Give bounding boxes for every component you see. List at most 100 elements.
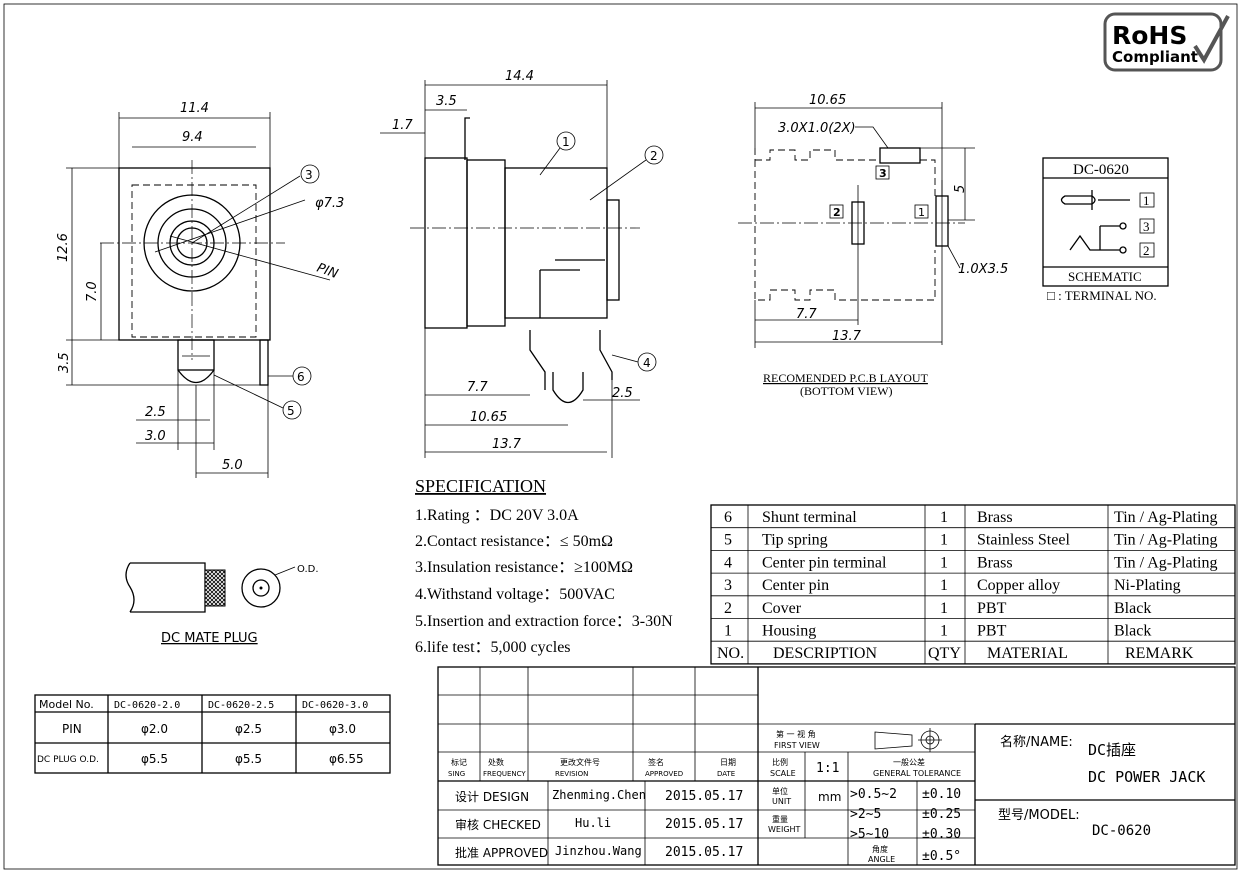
schematic: DC-0620 1 3 2 SCHEMATIC □ : TERMINAL NO.: [1042, 157, 1169, 303]
check-icon: [1193, 15, 1230, 64]
dim-pcb-slot: 3.0X1.0(2X): [778, 121, 856, 136]
pcb-terminal-3: 3: [879, 167, 887, 180]
bom-r1-c2: 1: [940, 532, 948, 549]
bom-r1-c4: Tin / Ag-Plating: [1114, 532, 1217, 549]
bom-r0-c3: Brass: [977, 509, 1013, 526]
pcb-subtitle: (BOTTOM VIEW): [800, 384, 893, 398]
bom-r1-c3: Stainless Steel: [977, 532, 1070, 549]
tb-tol-r1-val: ±0.25: [922, 807, 961, 822]
tb-tolerance-en: GENERAL TOLERANCE: [873, 769, 961, 778]
callout-4: 4: [643, 356, 651, 370]
tb-design-date: 2015.05.17: [665, 789, 743, 804]
callout-5: 5: [287, 404, 295, 418]
side-view: 14.4 3.5 1.7 7.7 10.65 13.7 2.5 1 2 4: [380, 69, 664, 458]
model-r1-c2: φ5.5: [235, 752, 262, 766]
model-h3: DC-0620-3.0: [302, 700, 368, 711]
bom-header-4: REMARK: [1125, 645, 1194, 662]
bom-r0-c0: 6: [724, 509, 732, 526]
tb-model-label: 型号/MODEL:: [998, 808, 1080, 823]
dim-pcb-hole: 1.0X3.5: [958, 262, 1008, 277]
tb-scale-cn: 比例: [772, 757, 788, 767]
schematic-title: DC-0620: [1073, 162, 1129, 178]
bom-r4-c2: 1: [940, 600, 948, 617]
spec-item-1: 1.Rating ：DC 20V 3.0A: [415, 507, 579, 524]
model-table: Model No. DC-0620-2.0 DC-0620-2.5 DC-062…: [34, 694, 391, 774]
bom-r1-c0: 5: [724, 532, 732, 549]
tb-model-val: DC-0620: [1092, 823, 1151, 839]
tb-first-view-en: FIRST VIEW: [774, 741, 820, 750]
tb-tol-r2-range: >5~10: [850, 827, 889, 842]
bom-r3-c0: 3: [724, 577, 732, 594]
pcb-title: RECOMENDED P.C.B LAYOUT: [763, 371, 929, 385]
model-r1-c3: φ6.55: [329, 752, 364, 766]
dim-front-d1: 2.5: [145, 405, 166, 420]
pin-label: PIN: [315, 261, 340, 283]
model-r1-c0: DC PLUG O.D.: [37, 755, 99, 765]
model-r0-c1: φ2.0: [141, 722, 168, 736]
dim-front-d3: 5.0: [222, 458, 243, 473]
bom-r2-c0: 4: [724, 554, 732, 571]
dim-side-1065: 10.65: [470, 410, 507, 425]
tb-weight-cn: 重量: [772, 814, 788, 824]
dim-side-total: 14.4: [505, 69, 534, 84]
bom-r5-c1: Housing: [762, 623, 816, 640]
bom-r3-c1: Center pin: [762, 577, 829, 594]
callout-1: 1: [562, 135, 570, 149]
rev-header-cn-0: 标记: [451, 757, 467, 767]
tb-tolerance-cn: 一般公差: [893, 757, 925, 767]
tb-name-cn: DC插座: [1088, 741, 1136, 759]
tb-tol-r1-range: >2~5: [850, 807, 881, 822]
dim-front-diameter: φ7.3: [315, 196, 344, 211]
callout-6: 6: [297, 370, 305, 384]
spec-item-2: 2.Contact resistance：≤ 50mΩ: [415, 533, 613, 550]
dim-side-25: 2.5: [612, 386, 633, 401]
bom-r5-c2: 1: [940, 623, 948, 640]
spec-item-3: 3.Insulation resistance：≥100MΩ: [415, 559, 633, 576]
bom-header-0: NO.: [717, 645, 744, 662]
dim-pcb-137: 13.7: [832, 329, 862, 344]
bom-header-2: QTY: [928, 645, 961, 662]
dim-pcb-h5: 5: [953, 185, 968, 193]
bom-header-1: DESCRIPTION: [773, 645, 877, 662]
tb-scale-en: SCALE: [770, 769, 796, 778]
bom-r0-c4: Tin / Ag-Plating: [1114, 509, 1217, 526]
bom-r5-c0: 1: [724, 623, 732, 640]
tb-approved-label: 批准 APPROVED: [455, 845, 548, 860]
schematic-terminal-3: 3: [1143, 219, 1150, 234]
tb-design-name: Zhenming.Chen: [552, 788, 646, 802]
tb-scale-val: 1:1: [816, 761, 839, 776]
front-view: 11.4 9.4 12.6 7.0 3.5 φ7.3 PIN 2.5 3.0 5…: [56, 101, 344, 478]
dim-front-d2: 3.0: [145, 429, 166, 444]
dim-side-35: 3.5: [436, 94, 457, 109]
tb-unit-cn: 单位: [772, 786, 788, 796]
rev-header-cn-3: 签名: [648, 757, 664, 767]
model-h2: DC-0620-2.5: [208, 700, 274, 711]
model-h0: Model No.: [39, 698, 94, 711]
schematic-label: SCHEMATIC: [1068, 269, 1142, 284]
rev-header-en-3: APPROVED: [645, 770, 683, 778]
rohs-badge: RoHS Compliant: [1103, 12, 1230, 72]
spec-item-5: 5.Insertion and extraction force：3-30N: [415, 613, 673, 630]
plug-od-label: O.D.: [297, 564, 319, 575]
dim-pcb-77: 7.7: [796, 307, 817, 322]
rev-header-cn-4: 日期: [720, 758, 736, 767]
tb-approved-name: Jinzhou.Wang: [555, 844, 642, 858]
bom-r4-c3: PBT: [977, 600, 1007, 617]
tb-angle-cn: 角度: [872, 844, 888, 854]
pcb-terminal-2: 2: [833, 206, 841, 219]
specification: SPECIFICATION 1.Rating ：DC 20V 3.0A 2.Co…: [415, 476, 673, 656]
tb-tol-r0-val: ±0.10: [922, 787, 961, 802]
dim-side-17: 1.7: [392, 118, 413, 133]
rev-header-en-4: DATE: [717, 770, 735, 778]
bom-r3-c2: 1: [940, 577, 948, 594]
bom-r3-c4: Ni-Plating: [1114, 577, 1181, 594]
tb-angle-en: ANGLE: [868, 855, 895, 864]
spec-item-6: 6.life test：5,000 cycles: [415, 639, 571, 656]
model-r0-c0: PIN: [62, 722, 82, 736]
plug-label: DC MATE PLUG: [161, 631, 258, 646]
tb-weight-en: WEIGHT: [768, 825, 801, 834]
tb-name-en: DC POWER JACK: [1088, 768, 1205, 786]
bom-r5-c3: PBT: [977, 623, 1007, 640]
